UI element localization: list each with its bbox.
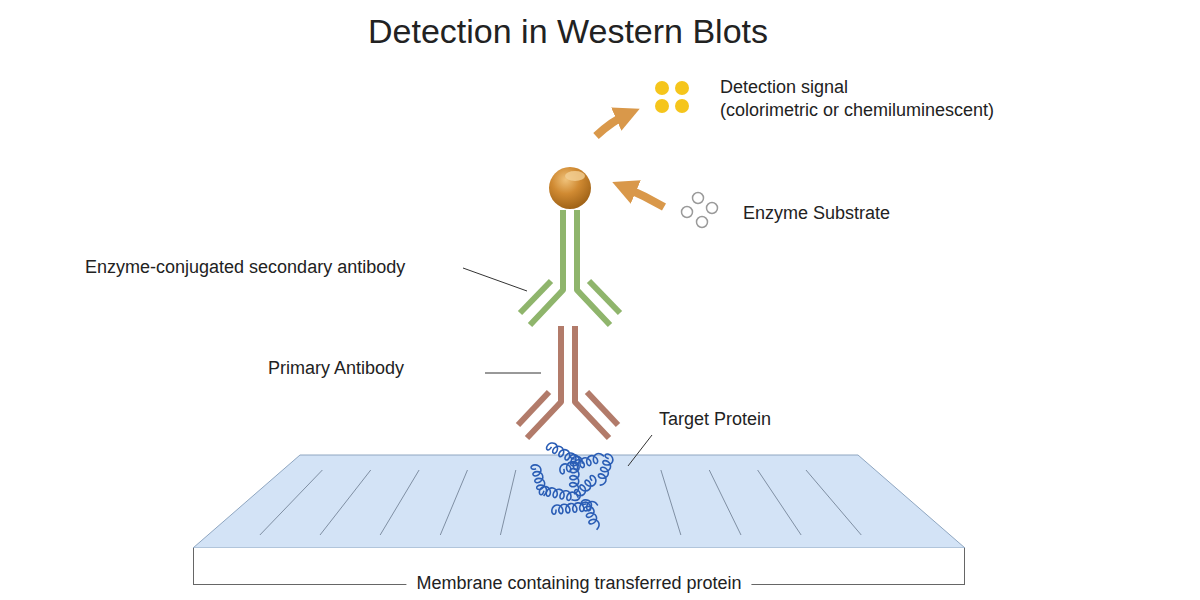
- secondary-antibody: [520, 210, 620, 325]
- membrane-label: Membrane containing transferred protein: [406, 573, 751, 595]
- primary-antibody: [518, 326, 618, 438]
- hatch-line: [661, 470, 681, 535]
- sphere-highlight: [565, 171, 585, 181]
- primary-antibody-label: Primary Antibody: [268, 358, 404, 380]
- diagram-title: Detection in Western Blots: [368, 11, 768, 52]
- membrane-edge-box: Membrane containing transferred protein: [193, 548, 965, 585]
- membrane-hatching: [260, 470, 861, 535]
- detection-signal-dots: [655, 81, 689, 113]
- hatch-line: [260, 470, 323, 535]
- protein-helix: [571, 475, 595, 500]
- signal-label: Detection signal: [720, 77, 848, 99]
- enzyme-sphere: [549, 167, 591, 209]
- hatch-line: [440, 470, 467, 535]
- hatch-line: [500, 470, 515, 535]
- hatch-line: [709, 470, 741, 535]
- hatch-line: [320, 470, 371, 535]
- membrane: [193, 455, 965, 548]
- protein-helix: [570, 455, 580, 494]
- target-protein-label: Target Protein: [659, 409, 771, 431]
- hatch-line: [380, 470, 419, 535]
- substrate-label: Enzyme Substrate: [743, 203, 890, 225]
- secondary-antibody-label: Enzyme-conjugated secondary antibody: [85, 257, 405, 279]
- signal-arrow: [596, 114, 628, 136]
- leader-lines: [463, 268, 652, 466]
- signal-note: (colorimetric or chemiluminescent): [720, 100, 994, 122]
- protein-helix: [531, 465, 546, 496]
- enzyme-substrate: [682, 193, 718, 228]
- hatch-line: [806, 470, 861, 535]
- protein-helix: [560, 454, 604, 474]
- hatch-line: [758, 470, 802, 535]
- protein-helix: [581, 500, 599, 530]
- substrate-arrow: [624, 187, 664, 207]
- protein-helix: [598, 454, 613, 485]
- target-protein: [531, 443, 613, 530]
